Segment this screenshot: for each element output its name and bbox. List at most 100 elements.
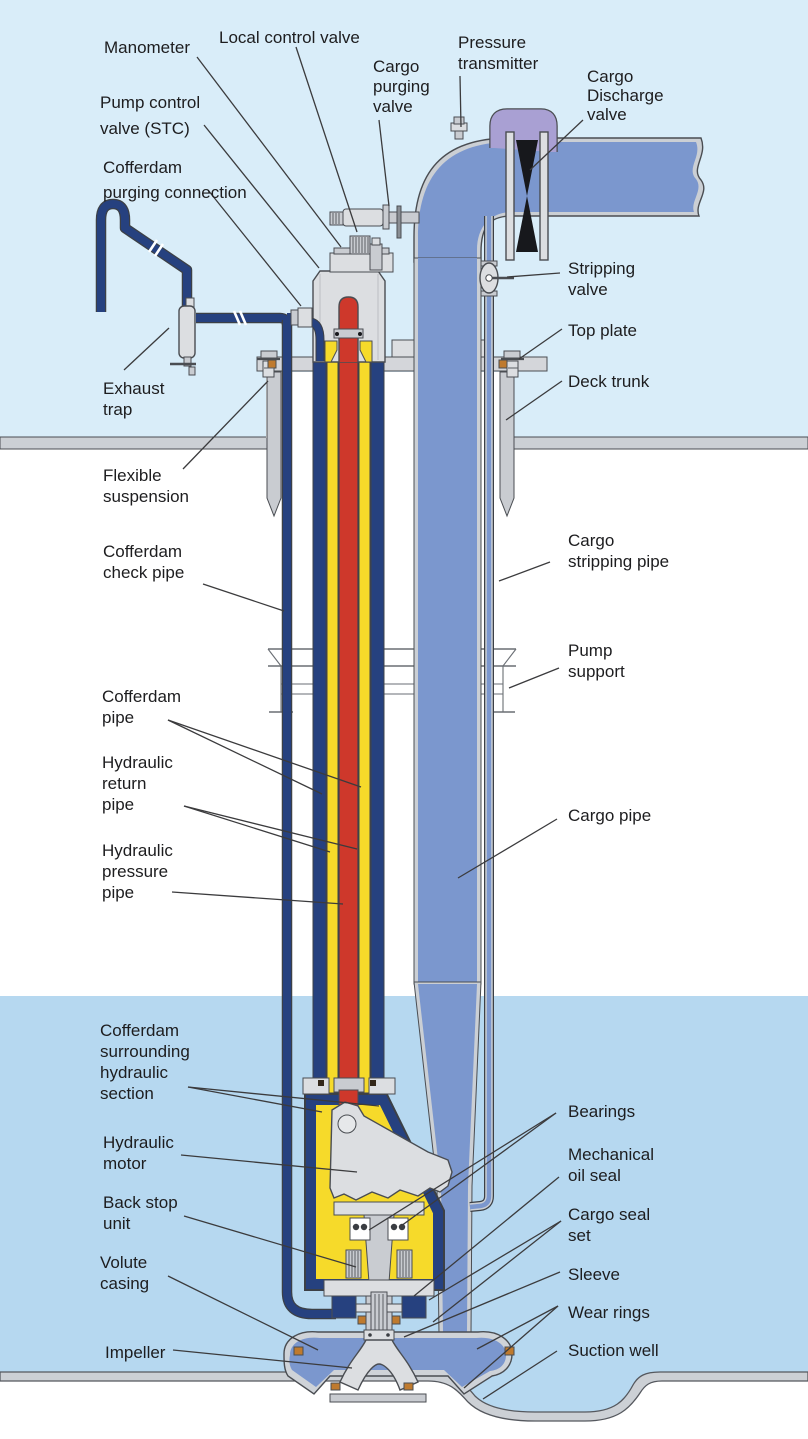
cargo-pipe-taper bbox=[418, 984, 477, 1332]
valve-flange-left bbox=[505, 131, 515, 261]
leader-bearings-1 bbox=[400, 1112, 557, 1227]
leader-manometer bbox=[196, 56, 342, 248]
label-cargo-discharge-valve: Cargo Discharge valve bbox=[587, 67, 664, 124]
bearings-graphic bbox=[349, 1217, 409, 1241]
volute-foot bbox=[329, 1393, 427, 1403]
leader-top-plate bbox=[518, 328, 563, 360]
deck-trunk-wall-right bbox=[499, 371, 515, 518]
head-cofferdam-funnel-left bbox=[324, 340, 338, 363]
label-flexible-suspension: Flexible suspension bbox=[103, 466, 190, 506]
cargo-pipe-assembly bbox=[329, 108, 705, 1335]
label-cargo-pipe: Cargo pipe bbox=[568, 806, 652, 825]
leader-hydraulic-pressure bbox=[171, 891, 344, 905]
label-hydraulic-motor: Hydraulic motor bbox=[103, 1133, 174, 1173]
label-volute-casing: Volute casing bbox=[100, 1253, 150, 1293]
label-mechanical-oil-seal: Mechanical oil seal bbox=[568, 1145, 654, 1185]
leader-hydraulic-motor bbox=[180, 1154, 358, 1173]
leader-hydraulic-return-2 bbox=[183, 805, 358, 850]
pipe-clamp-left bbox=[391, 339, 418, 358]
label-cargo-seal-set: Cargo seal set bbox=[568, 1205, 651, 1245]
leader-cofferdam-surrounding-2 bbox=[187, 1086, 380, 1107]
pipe-column bbox=[312, 359, 385, 1094]
leader-local-control-valve bbox=[295, 46, 358, 233]
label-cofferdam-check-pipe: Cofferdam check pipe bbox=[103, 542, 185, 582]
cargo-discharge-valve-graphic bbox=[489, 108, 558, 261]
local-control-valve-block bbox=[329, 252, 394, 273]
label-deck-trunk: Deck trunk bbox=[568, 372, 650, 391]
pressure-transmitter-graphic bbox=[450, 116, 468, 140]
leader-wear-rings-1 bbox=[476, 1305, 559, 1350]
cofferdam-check-pipe-graphic bbox=[281, 320, 336, 1320]
label-stripping-valve: Stripping valve bbox=[568, 259, 636, 299]
cofferdam-pipe-left bbox=[312, 359, 327, 1094]
label-sleeve: Sleeve bbox=[568, 1265, 620, 1284]
hydraulic-return-pipe-right bbox=[358, 359, 371, 1094]
label-local-control-valve: Local control valve bbox=[219, 28, 360, 47]
leader-cargo-pipe bbox=[457, 818, 558, 879]
label-wear-rings: Wear rings bbox=[568, 1303, 650, 1322]
wear-ring-bottom-right bbox=[403, 1382, 414, 1391]
leader-volute-casing bbox=[167, 1275, 319, 1351]
mechanical-oil-seal-graphic bbox=[357, 1315, 367, 1325]
leader-back-stop-unit bbox=[183, 1215, 357, 1268]
leader-bearings-2 bbox=[368, 1112, 557, 1231]
label-manometer: Manometer bbox=[104, 38, 190, 57]
wear-ring-top-left bbox=[293, 1346, 304, 1356]
leader-exhaust-trap bbox=[123, 327, 170, 371]
deck-trunk-wall-left bbox=[266, 371, 282, 518]
label-cargo-purging-valve: Cargo purging valve bbox=[373, 57, 430, 116]
leader-pump-control-valve bbox=[203, 124, 320, 269]
label-cofferdam-surrounding-hydraulic-section: Cofferdam surrounding hydraulic section bbox=[100, 1021, 190, 1103]
leader-impeller bbox=[172, 1349, 353, 1369]
hydraulic-return-pipe-left bbox=[326, 359, 339, 1094]
wear-ring-top-right bbox=[504, 1346, 515, 1356]
leader-lines bbox=[123, 46, 584, 1400]
head-cofferdam-funnel-right bbox=[359, 340, 373, 363]
leader-hydraulic-return-1 bbox=[183, 805, 331, 853]
label-suction-well: Suction well bbox=[568, 1341, 659, 1360]
label-impeller: Impeller bbox=[105, 1343, 166, 1362]
cargo-stripping-pipe-graphic bbox=[469, 216, 514, 1212]
leader-mechanical-oil-seal bbox=[413, 1176, 560, 1297]
leader-flexible-suspension bbox=[182, 380, 269, 470]
leader-cargo-discharge-valve bbox=[529, 119, 584, 171]
deck-trunk-structure bbox=[256, 339, 548, 713]
leader-cofferdam-pipe-2 bbox=[167, 719, 362, 788]
leader-cofferdam-purging-connection bbox=[207, 189, 302, 307]
label-cofferdam-pipe: Cofferdam pipe bbox=[102, 687, 182, 727]
label-cargo-stripping-pipe: Cargo stripping pipe bbox=[568, 531, 670, 571]
cofferdam-pipe-right bbox=[370, 359, 385, 1094]
impeller-graphic bbox=[339, 1291, 419, 1391]
leader-suction-well bbox=[482, 1350, 558, 1400]
hull-bottom-suction-well bbox=[0, 1371, 808, 1422]
pump-head bbox=[287, 235, 394, 363]
manometer-graphic bbox=[349, 235, 383, 271]
flexible-suspension-left bbox=[257, 350, 280, 378]
leader-pump-support bbox=[508, 667, 560, 689]
leader-cargo-purging-valve bbox=[378, 119, 390, 207]
cargo-seal-graphic bbox=[391, 1315, 401, 1325]
hydraulic-pressure-pipe-center bbox=[338, 359, 359, 1094]
head-cofferdam-elbow bbox=[309, 318, 324, 361]
cargo-pipe-elbow bbox=[418, 142, 699, 262]
leader-cargo-stripping-pipe bbox=[498, 561, 551, 582]
label-pressure-transmitter: Pressure transmitter bbox=[458, 33, 539, 73]
leader-stripping-valve bbox=[506, 272, 561, 278]
leader-cargo-seal-set-1 bbox=[428, 1220, 562, 1301]
label-hydraulic-pressure-pipe: Hydraulic pressure pipe bbox=[102, 841, 173, 902]
cargo-pipe-vertical bbox=[418, 258, 477, 984]
label-bearings: Bearings bbox=[568, 1102, 636, 1121]
back-stop-unit-graphic bbox=[345, 1249, 413, 1279]
label-top-plate: Top plate bbox=[568, 321, 637, 340]
label-cofferdam-purging-connection: Cofferdam purging connection bbox=[103, 158, 247, 202]
wear-ring-bottom-left bbox=[330, 1382, 341, 1391]
valve-flange-right bbox=[539, 131, 549, 261]
cofferdam-purging-connection-graphic bbox=[287, 307, 313, 328]
label-back-stop-unit: Back stop unit bbox=[103, 1193, 178, 1233]
flexible-suspension-right bbox=[498, 350, 524, 378]
label-pump-control-valve: Pump control valve (STC) bbox=[100, 93, 201, 138]
leader-pressure-transmitter bbox=[459, 75, 462, 128]
label-pump-support: Pump support bbox=[568, 641, 625, 681]
